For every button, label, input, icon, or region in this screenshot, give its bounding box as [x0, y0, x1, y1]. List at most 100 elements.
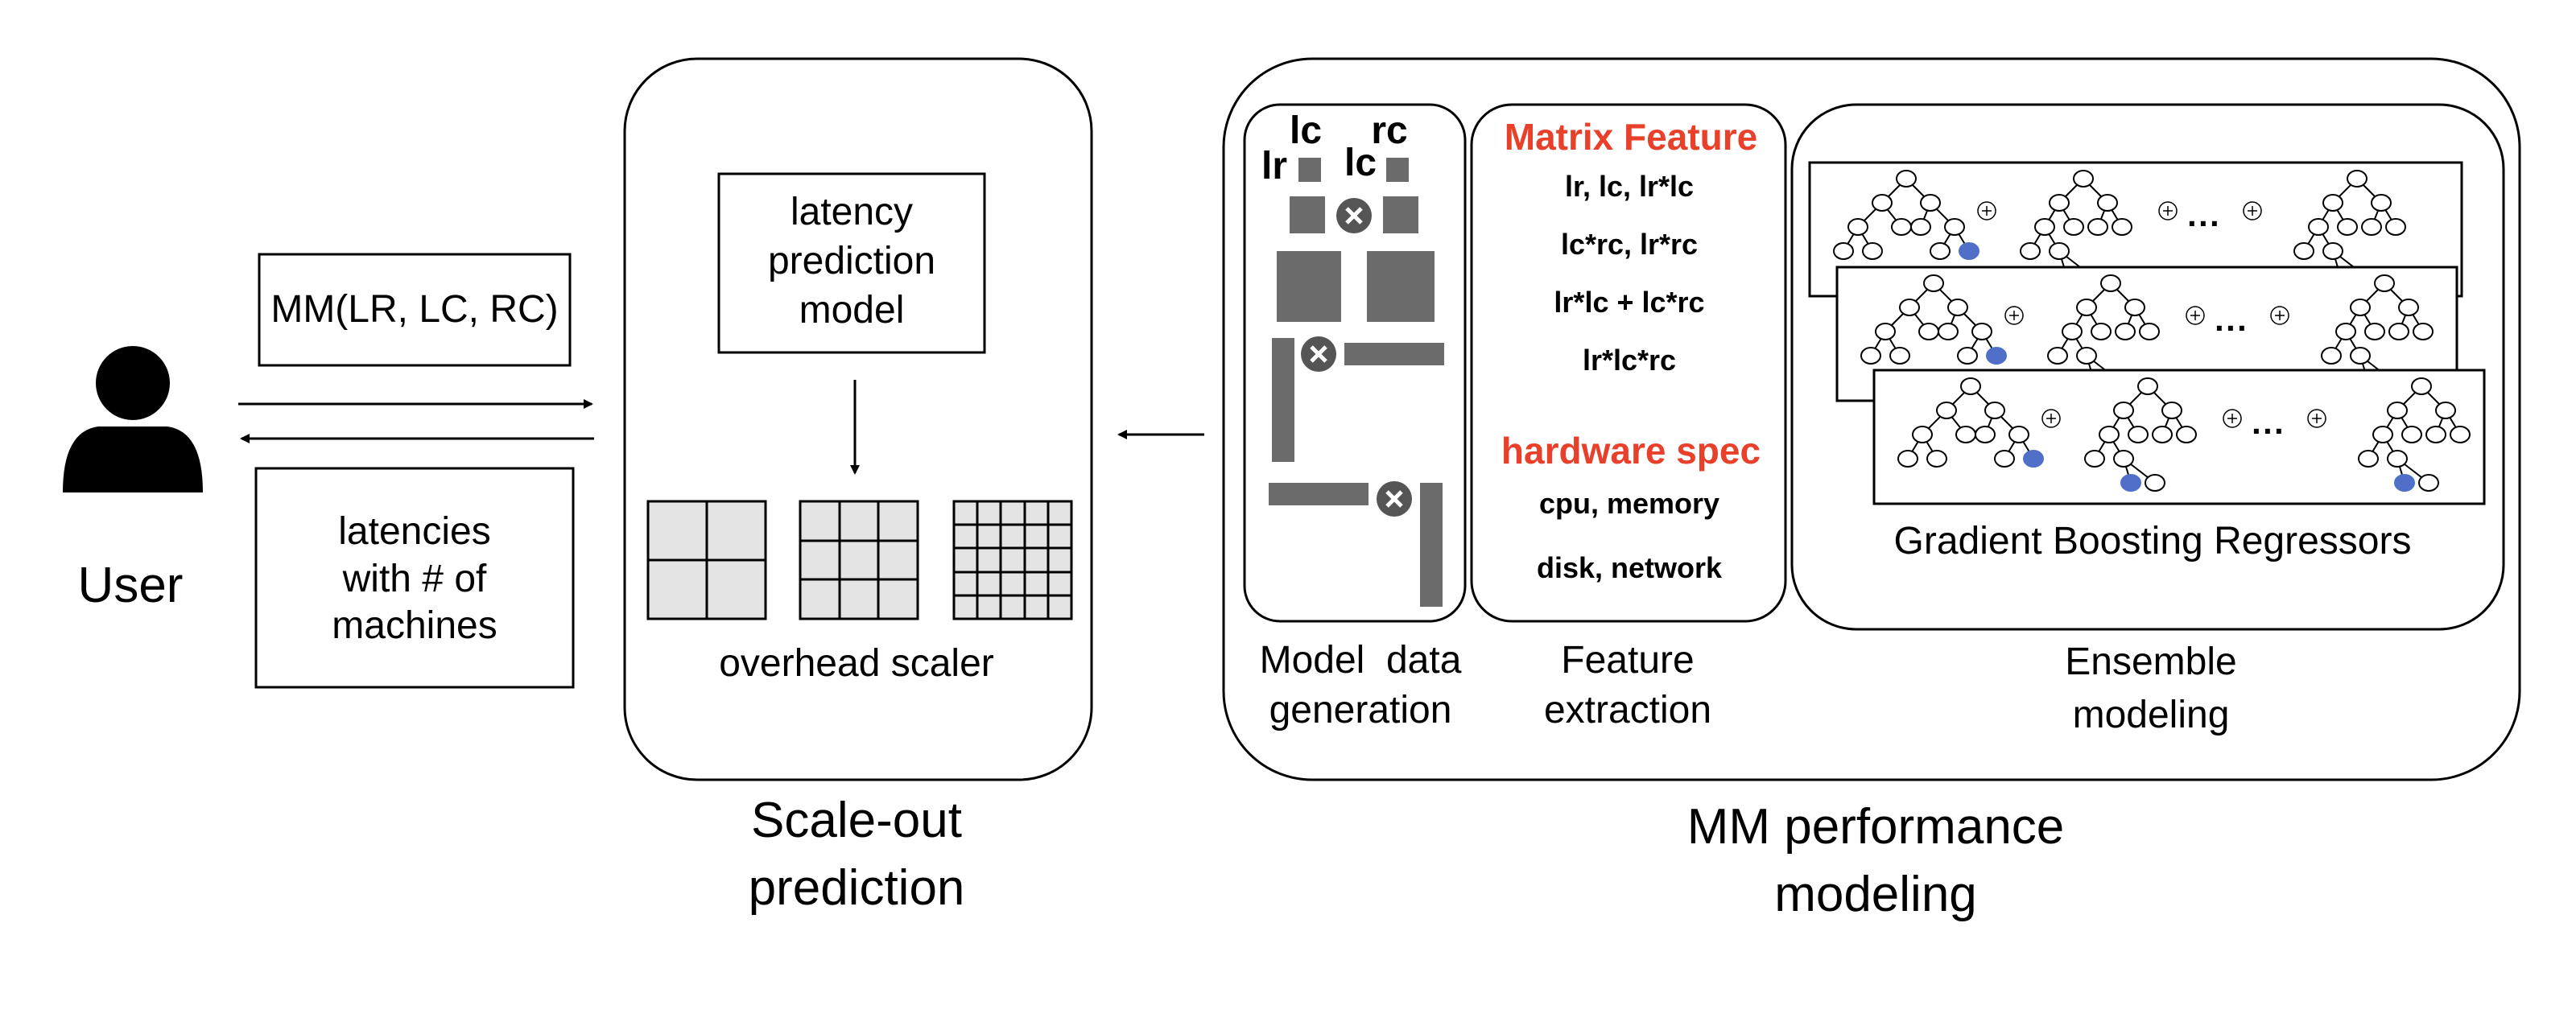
tree-node — [2371, 194, 2392, 212]
tree-node — [2139, 323, 2160, 340]
tree-node — [2099, 426, 2120, 443]
tree-node — [2112, 218, 2132, 236]
latency-model-line-3: model — [799, 289, 905, 332]
long-tall-block — [1420, 483, 1443, 607]
tree-node — [1891, 218, 1912, 236]
selected-leaf-node — [1986, 347, 2007, 365]
label-lc: lc — [1344, 142, 1377, 184]
hardware-spec-item-1: cpu, memory — [1539, 487, 1719, 520]
grid-5x5 — [952, 500, 1073, 620]
overhead-scaler-label: overhead scaler — [719, 642, 994, 685]
data-generation-caption-line-2: generation — [1269, 689, 1452, 731]
tree-node — [1860, 347, 1881, 365]
tree-node — [2322, 242, 2343, 260]
tree-node — [1960, 377, 1981, 395]
tree-node — [1926, 450, 1947, 468]
tree-node — [2076, 347, 2097, 365]
tree-node — [1920, 194, 1941, 212]
matrix-feature-item-4: lr*lc*rc — [1583, 344, 1676, 377]
selected-leaf-node — [2120, 474, 2141, 492]
tree-node — [2076, 299, 2097, 316]
tree-node — [2361, 218, 2382, 236]
plus-icon-stroke — [2190, 311, 2200, 320]
ellipsis-label: ··· — [2215, 309, 2248, 347]
tree-node — [2398, 299, 2419, 316]
tree-node — [2450, 426, 2471, 443]
tree-node — [1984, 402, 2005, 419]
selected-leaf-node — [2394, 474, 2415, 492]
matrix-feature-item-1: lr, lc, lr*lc — [1565, 170, 1694, 203]
tree-node — [2097, 194, 2118, 212]
latency-model-line-2: prediction — [768, 240, 935, 282]
medium-block-right — [1367, 251, 1435, 322]
tree-node — [2388, 323, 2409, 340]
label-lr: lr — [1261, 145, 1287, 187]
tree-node — [2115, 323, 2136, 340]
tree-node — [2387, 402, 2408, 419]
modeling-caption-line-1: MM performance — [1687, 799, 2065, 855]
tree-node — [2418, 474, 2439, 492]
request-label: MM(LR, LC, RC) — [270, 288, 558, 331]
tree-node — [2372, 426, 2393, 443]
multiply-icon — [1377, 481, 1412, 517]
selected-leaf-node — [1959, 242, 1979, 260]
tree-node — [1957, 347, 1978, 365]
plus-icon-stroke — [1982, 206, 1992, 216]
ellipsis-label: ··· — [2187, 204, 2221, 242]
feature-extraction-caption-line-2: extraction — [1544, 689, 1711, 731]
selected-leaf-node — [2023, 450, 2044, 468]
grid-2x2 — [646, 500, 767, 620]
label-lc-top: lc — [1290, 109, 1322, 152]
tree-node — [2435, 402, 2456, 419]
tree-node — [2124, 299, 2145, 316]
tree-node — [2350, 299, 2371, 316]
tree-node — [1994, 450, 2015, 468]
request-box — [258, 253, 572, 367]
data-generation-caption-line-1: Model data — [1260, 639, 1462, 682]
tree-node — [1833, 242, 1854, 260]
tree-node — [1872, 194, 1893, 212]
tree-node — [1899, 299, 1920, 316]
ensemble-caption-line-1: Ensemble — [2065, 641, 2236, 683]
plus-icon-stroke — [2009, 311, 2019, 320]
tree-node — [1912, 426, 1933, 443]
multiply-icon — [1301, 336, 1336, 372]
tree-node — [2073, 170, 2094, 187]
ensemble-layers: ··· ··· ··· — [1808, 161, 2486, 505]
tree-node — [2293, 242, 2314, 260]
tree-node — [2401, 426, 2422, 443]
tree-node — [1847, 218, 1868, 236]
tree-node — [2350, 347, 2371, 365]
tree-node — [2176, 426, 2197, 443]
tree-node — [1897, 450, 1918, 468]
small-block-left — [1290, 196, 1325, 233]
tree-node — [1938, 323, 1959, 340]
tree-node — [2425, 426, 2446, 443]
tree-node — [1930, 242, 1951, 260]
tree-node — [2322, 194, 2343, 212]
tree-node — [2413, 323, 2434, 340]
matrix-feature-title: Matrix Feature — [1505, 116, 1757, 158]
tree-node — [2047, 347, 2068, 365]
user-label: User — [78, 558, 184, 613]
tree-node — [1910, 218, 1931, 236]
tree-node — [2087, 218, 2108, 236]
plus-icon-stroke — [2248, 206, 2257, 216]
small-block-right — [1383, 196, 1418, 233]
tree-node — [2113, 450, 2134, 468]
plus-icon-stroke — [2312, 414, 2322, 423]
tree-node — [2062, 323, 2083, 340]
tree-node — [2100, 274, 2121, 292]
tree-node — [2161, 402, 2182, 419]
tree-node — [2411, 377, 2432, 395]
tree-node — [1955, 426, 1976, 443]
tree-node — [1971, 323, 1992, 340]
tree-node — [1875, 323, 1896, 340]
tree-node — [2152, 426, 2173, 443]
tree-node — [1947, 299, 1968, 316]
plus-icon-stroke — [2275, 311, 2285, 320]
matrix-feature-item-2: lc*rc, lr*rc — [1561, 228, 1698, 261]
tree-node — [2049, 242, 2070, 260]
regressor-layer: ··· — [1872, 369, 2486, 505]
